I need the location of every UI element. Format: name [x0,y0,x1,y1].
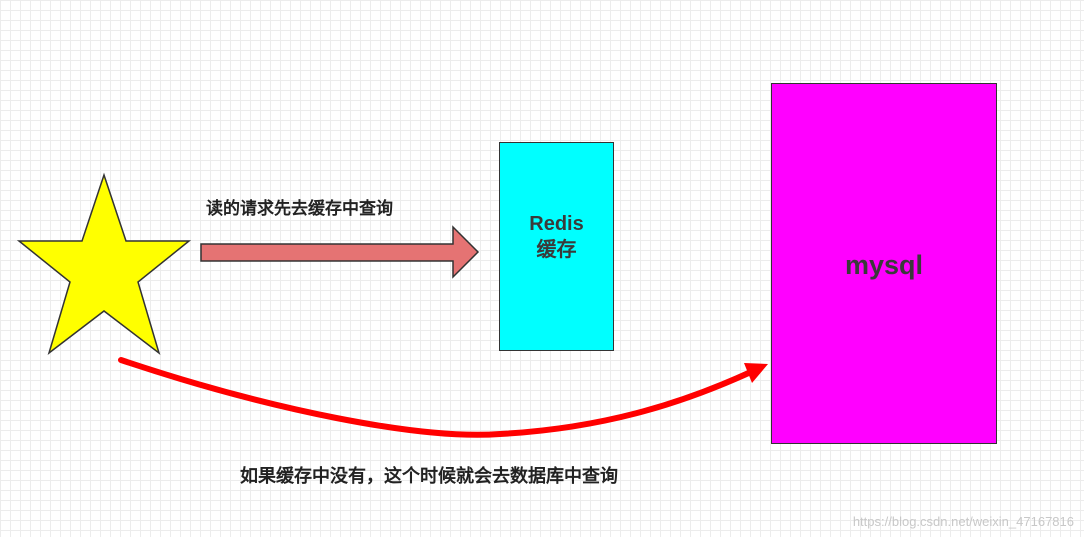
cache-miss-label: 如果缓存中没有，这个时候就会去数据库中查询 [240,466,618,487]
read-request-label: 读的请求先去缓存中查询 [206,199,393,219]
redis-box-subtitle: 缓存 [536,238,577,261]
redis-box-title: Redis [529,212,584,235]
cache-miss-arrowhead-icon [744,363,768,383]
watermark: https://blog.csdn.net/weixin_47167816 [852,514,1074,529]
cache-miss-arrow [118,357,756,438]
redis-cache-box: Redis 缓存 [499,142,614,351]
mysql-box: mysql [771,83,997,444]
read-request-arrow [200,225,480,279]
client-star-icon [16,172,192,355]
mysql-box-label: mysql [844,250,924,280]
